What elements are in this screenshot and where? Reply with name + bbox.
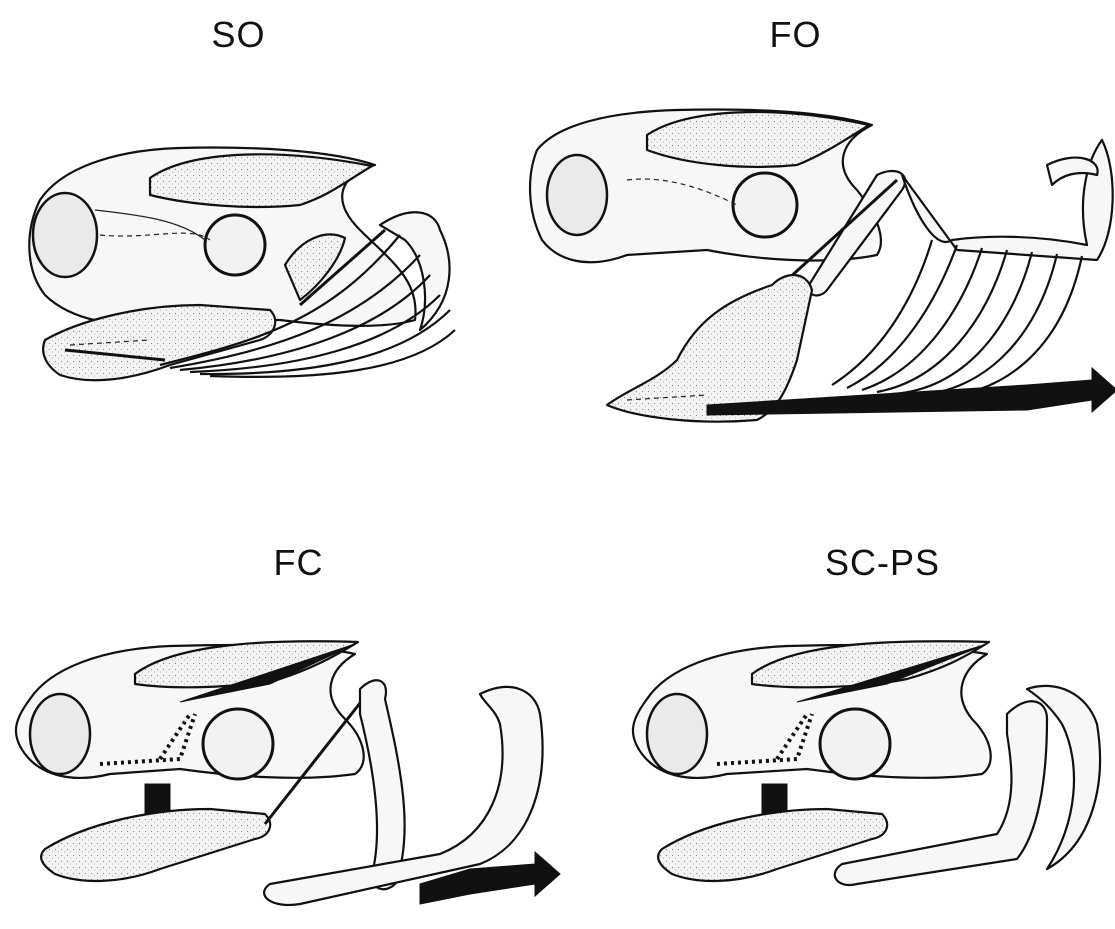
panel-fo: FO [557,0,1114,464]
lower-jaw [41,809,270,881]
orbit-eye [733,173,797,237]
skull-diagram-so [0,0,557,464]
orbit-eye [205,215,265,275]
orbit-eye [203,709,273,779]
nasal-opening [33,193,97,277]
panel-fc: FC [0,464,557,928]
orbit-eye [820,709,890,779]
nasal-opening [547,155,607,235]
skull-diagram-fo [557,0,1114,464]
nasal-opening [30,694,90,774]
hyoid-bone [360,680,405,889]
panel-sc-ps: SC-PS [557,464,1114,928]
muscle-fan-fo [832,240,1082,398]
skull-diagram-fc [0,464,557,928]
nasal-opening [647,694,707,774]
skull-diagram-sc-ps [557,464,1114,928]
panel-so: SO [0,0,557,464]
